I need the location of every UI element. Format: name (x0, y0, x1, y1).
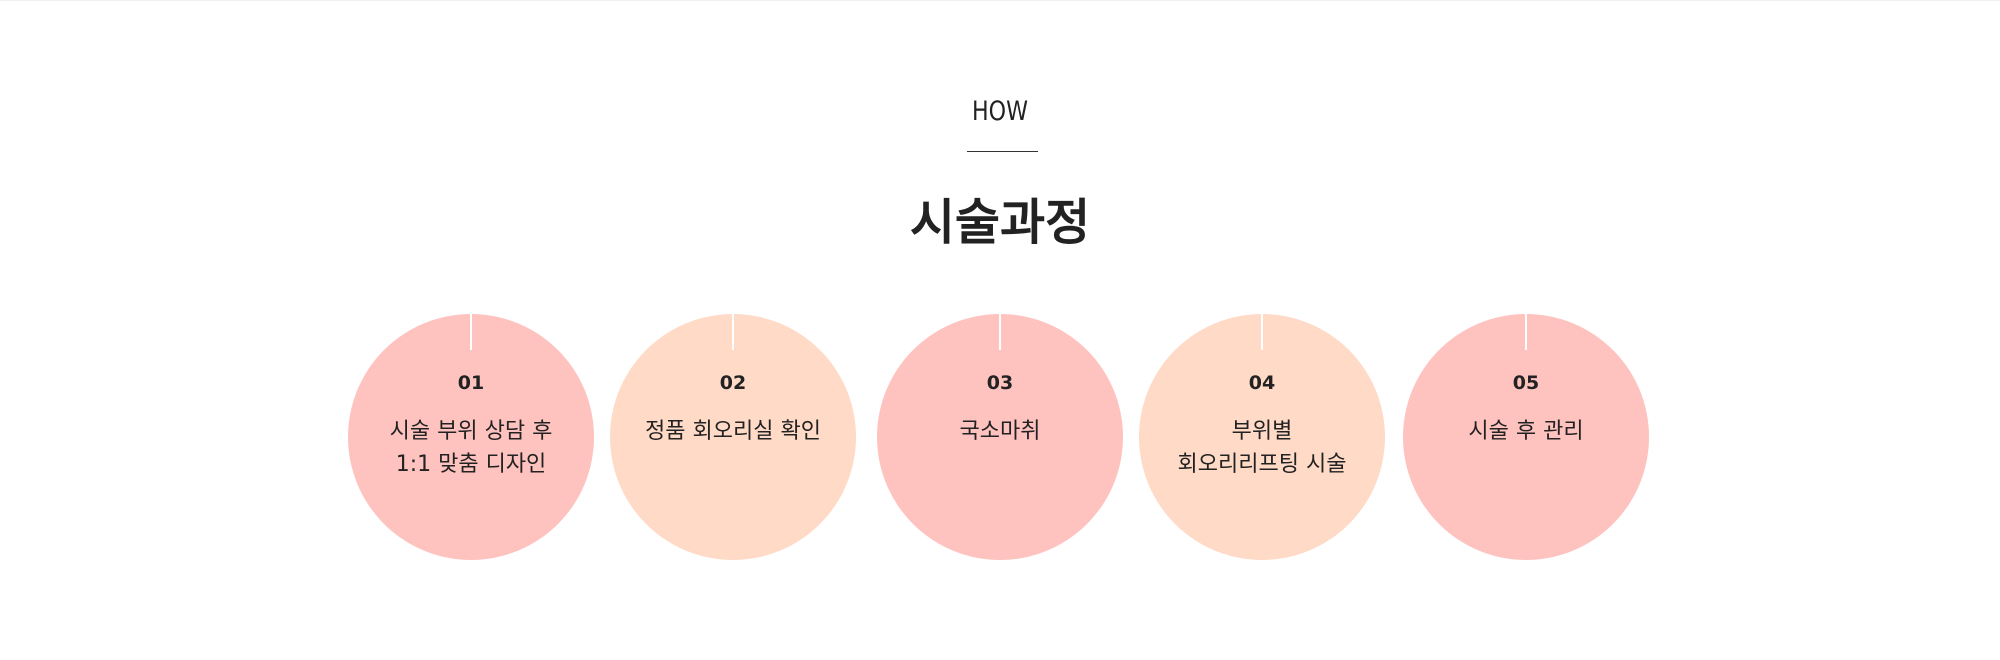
step-5-circle: 05 시술 후 관리 (1403, 314, 1649, 560)
step-label-line: 부위별 (1231, 419, 1293, 444)
step-label: 부위별 회오리리프팅 시술 (1139, 415, 1385, 481)
step-number: 01 (457, 372, 485, 394)
step-number: 05 (1512, 372, 1540, 394)
step-label: 국소마취 (877, 415, 1123, 448)
step-label: 정품 회오리실 확인 (610, 415, 856, 448)
step-label-line: 정품 회오리실 확인 (645, 419, 821, 444)
step-label-line: 1:1 맞춤 디자인 (395, 452, 547, 477)
step-3-circle: 03 국소마취 (877, 314, 1123, 560)
step-tick (1261, 314, 1263, 350)
step-label-line: 국소마취 (959, 419, 1041, 444)
step-1-circle: 01 시술 부위 상담 후 1:1 맞춤 디자인 (348, 314, 594, 560)
section-divider (967, 151, 1038, 152)
step-label: 시술 부위 상담 후 1:1 맞춤 디자인 (348, 415, 594, 481)
step-2-circle: 02 정품 회오리실 확인 (610, 314, 856, 560)
step-number: 04 (1248, 372, 1276, 394)
section-title: 시술과정 (909, 194, 1091, 251)
step-label: 시술 후 관리 (1403, 415, 1649, 448)
step-tick (999, 314, 1001, 350)
step-tick (732, 314, 734, 350)
section-eyebrow: HOW (972, 96, 1028, 127)
step-label-line: 시술 부위 상담 후 (389, 419, 553, 444)
step-4-circle: 04 부위별 회오리리프팅 시술 (1139, 314, 1385, 560)
step-label-line: 시술 후 관리 (1468, 419, 1584, 444)
step-number: 03 (986, 372, 1014, 394)
step-label-line: 회오리리프팅 시술 (1177, 452, 1347, 477)
step-tick (470, 314, 472, 350)
step-number: 02 (719, 372, 747, 394)
step-tick (1525, 314, 1527, 350)
